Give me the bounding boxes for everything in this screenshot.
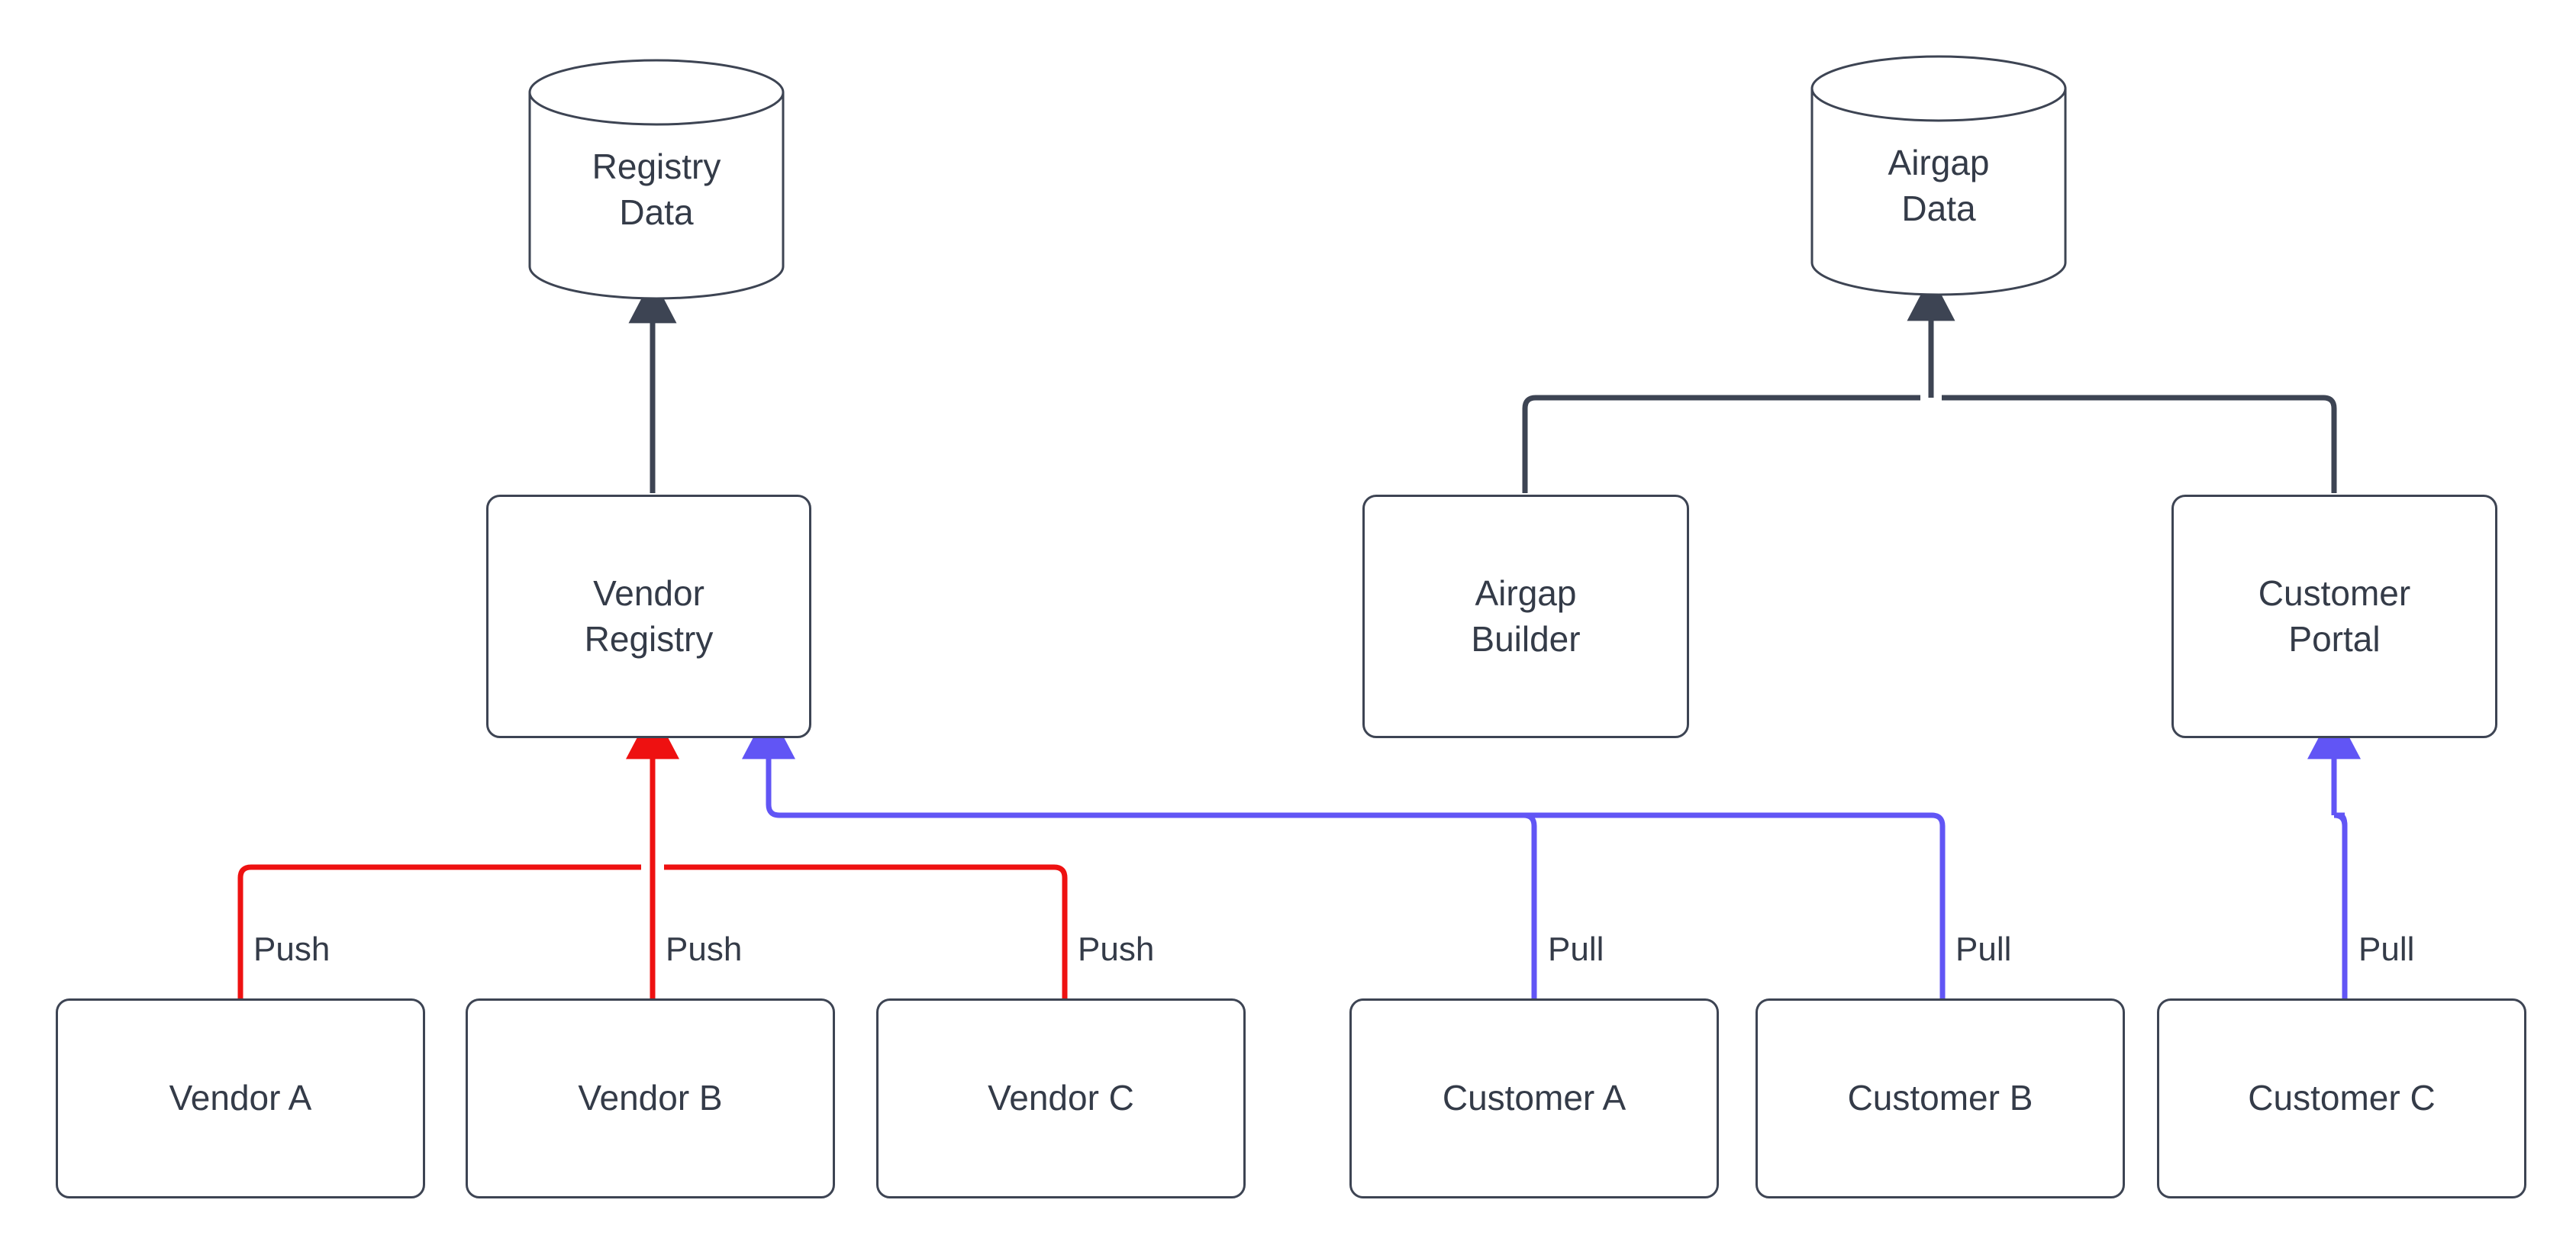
edge-label-pull-customer-b: Pull [1955,931,2012,968]
service-customer-portal-label: Customer Portal [2258,571,2410,663]
datastore-airgap-data-label-line1: Airgap [1888,143,1990,183]
actor-vendor-b[interactable]: Vendor B [466,998,835,1198]
datastore-airgap-data-label: Airgap Data [1888,140,1990,232]
edge-label-pull-customer-c: Pull [2358,931,2415,968]
service-airgap-builder-label-line2: Builder [1471,618,1581,659]
cylinder-shape-registry-data [528,59,785,300]
connector-customer-portal-to-airgap-data [1942,395,2337,493]
connector-customer-b-pull [779,812,1946,998]
service-customer-portal-label-line1: Customer [2258,573,2411,613]
service-airgap-builder[interactable]: Airgap Builder [1362,495,1689,738]
actor-customer-a-label: Customer A [1442,1078,1627,1118]
service-customer-portal[interactable]: Customer Portal [2171,495,2497,738]
datastore-registry-data[interactable]: Registry Data [527,57,786,302]
datastore-registry-data-label-line2: Data [619,192,694,232]
connector-pull-riser-to-vendor-registry [742,708,795,818]
actor-vendor-c-label: Vendor C [988,1078,1134,1118]
actor-customer-b[interactable]: Customer B [1755,998,2125,1198]
datastore-airgap-data[interactable]: Airgap Data [1809,53,2068,298]
edge-label-push-vendor-c: Push [1078,931,1155,968]
edge-label-push-vendor-a: Push [253,931,330,968]
actor-vendor-a[interactable]: Vendor A [56,998,425,1198]
actor-vendor-b-label: Vendor B [578,1078,723,1118]
actor-customer-a[interactable]: Customer A [1349,998,1719,1198]
actor-customer-c-label: Customer C [2248,1078,2436,1118]
actor-customer-c[interactable]: Customer C [2157,998,2526,1198]
connector-vendor-a-push [237,864,641,998]
connector-customer-a-pull [779,812,1537,998]
datastore-registry-data-label: Registry Data [592,144,721,236]
datastore-registry-data-label-line1: Registry [592,147,721,187]
actor-vendor-c[interactable]: Vendor C [876,998,1246,1198]
service-vendor-registry-label-line1: Vendor [593,573,704,613]
edge-label-push-vendor-b: Push [666,931,743,968]
connector-vendor-c-push [664,864,1068,998]
service-airgap-builder-label-line1: Airgap [1475,573,1577,613]
edge-label-pull-customer-a: Pull [1548,931,1604,968]
datastore-airgap-data-label-line2: Data [1901,189,1976,228]
service-vendor-registry-label: Vendor Registry [585,571,714,663]
connector-customer-c-pull [2307,708,2361,998]
service-vendor-registry-label-line2: Registry [584,618,714,659]
actor-customer-b-label: Customer B [1847,1078,2033,1118]
connector-airgap-builder-to-airgap-data [1522,395,1920,493]
service-customer-portal-label-line2: Portal [2288,618,2381,659]
service-vendor-registry[interactable]: Vendor Registry [486,495,811,738]
cylinder-shape-airgap-data [1810,55,2067,296]
actor-vendor-a-label: Vendor A [169,1078,312,1118]
service-airgap-builder-label: Airgap Builder [1471,571,1580,663]
